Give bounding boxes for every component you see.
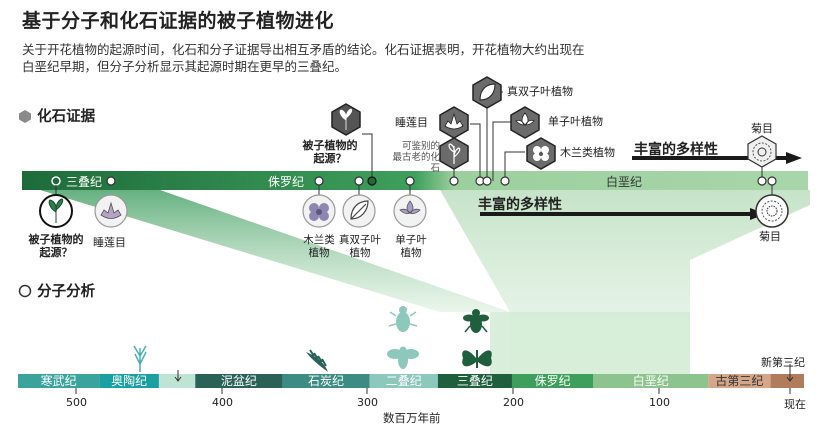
fossil-section-header: 化石证据: [18, 105, 95, 126]
magnolia-icon: [302, 194, 336, 228]
now-label: 现在: [784, 398, 806, 411]
neogene-label: 新第三纪: [761, 356, 805, 369]
subtitle-line-2: 白垩纪早期，但分子分析显示其起源时期在更早的三叠纪。: [22, 59, 348, 74]
magnoliids-label-right: 木兰类植物: [560, 146, 615, 159]
fossil-time-band: [22, 171, 808, 190]
fossil-leaf-hexagon-icon: [439, 137, 469, 170]
monocot-flower-icon: [393, 194, 427, 228]
timescale-period-segment: [708, 374, 771, 388]
beetle-icon: [388, 306, 418, 332]
origin-hexagon-icon: [331, 103, 361, 136]
axis-label: 数百万年前: [383, 411, 441, 425]
timescale-period-label: 石炭纪: [307, 374, 344, 388]
timescale-period-segment: [99, 374, 159, 388]
timescale-period-segment: [282, 374, 370, 388]
band-period-cretaceous: 白垩纪: [606, 175, 643, 189]
band-period-triassic: 三叠纪: [66, 175, 103, 189]
eudicots-label-mid: 真双子叶 植物: [339, 234, 381, 259]
rush-plant-icon: [133, 345, 147, 372]
origin-question-left: 被子植物的 起源？: [28, 233, 84, 259]
tick-label: 100: [649, 396, 670, 409]
tick-label: 400: [212, 396, 233, 409]
leaf-sprout-icon: [39, 194, 73, 228]
monocots-label-right: 单子叶植物: [548, 115, 603, 128]
timescale-period-label: 古第三纪: [715, 374, 764, 388]
timescale-period-segment: [511, 374, 594, 388]
aster-flower-icon: [755, 194, 789, 228]
timescale-period-segment: [593, 374, 709, 388]
timescale-period-segment: [437, 374, 512, 388]
tick-label: 200: [503, 396, 524, 409]
eudicots-label-right: 真双子叶植物: [507, 85, 573, 98]
water-lily-label-left: 睡莲目: [93, 236, 126, 249]
circle-icon: [18, 284, 32, 298]
asterales-label-bottom: 菊目: [759, 230, 781, 243]
page-title: 基于分子和化石证据的被子植物进化: [22, 10, 335, 32]
diversity-label-bottom: 丰富的多样性: [478, 197, 562, 213]
oldest-fossil-label: 可鉴别的 最古老的化石: [392, 141, 440, 174]
band-period-jurassic: 侏罗纪: [268, 175, 305, 189]
fossil-section-label: 化石证据: [37, 109, 96, 125]
molecular-section-header: 分子分析: [18, 280, 95, 301]
timescale-period-label: 泥盆纪: [220, 374, 257, 388]
timescale-period-label: 寒武纪: [40, 374, 77, 388]
eudicot-leaf-icon: [342, 194, 376, 228]
timescale-period-label: 二叠纪: [385, 374, 422, 388]
aster-hexagon-icon: [747, 135, 777, 168]
timescale-period-segment: [158, 374, 196, 388]
bee-icon: [387, 346, 419, 369]
timescale-period-segment: [195, 374, 283, 388]
asterales-label-top: 菊目: [751, 122, 773, 135]
timescale-period-segment: [770, 374, 804, 388]
tick-label: 500: [66, 396, 87, 409]
molecular-section-label: 分子分析: [37, 284, 96, 300]
water-lily-icon: [94, 194, 128, 228]
geologic-timescale: [18, 374, 804, 388]
timescale-period-label: 奥陶纪: [111, 374, 148, 388]
arrow-head-top: [786, 152, 802, 164]
monocots-label-mid: 单子叶 植物: [395, 234, 427, 259]
projection-column: [490, 312, 690, 374]
monocot-hexagon-icon: [510, 106, 540, 139]
subtitle-line-1: 关于开花植物的起源时间，化石和分子证据导出相互矛盾的结论。化石证据表明，开花植物…: [22, 42, 585, 57]
magnoliids-label-mid: 木兰类 植物: [303, 234, 335, 259]
diversity-label-top: 丰富的多样性: [634, 142, 718, 158]
eudicot-hexagon-icon: [472, 76, 502, 109]
magnolia-hexagon-icon: [526, 137, 556, 170]
timescale-period-segment: [18, 374, 100, 388]
timescale-period-label: 白垩纪: [632, 374, 669, 388]
hexagon-icon: [19, 110, 31, 123]
timescale-period-label: 侏罗纪: [534, 374, 571, 388]
water-lily-hexagon-icon: [439, 106, 469, 139]
timescale-period-label: 三叠纪: [456, 374, 493, 388]
tick-label: 300: [357, 396, 378, 409]
fly-icon: [463, 309, 489, 333]
butterfly-icon: [462, 350, 492, 368]
projection-fan-dark: [40, 190, 510, 312]
fern-icon: [306, 349, 328, 372]
timescale-period-segment: [369, 374, 438, 388]
origin-question-center: 被子植物的 起源？: [302, 139, 358, 165]
water-lily-label-right: 睡莲目: [395, 116, 428, 129]
